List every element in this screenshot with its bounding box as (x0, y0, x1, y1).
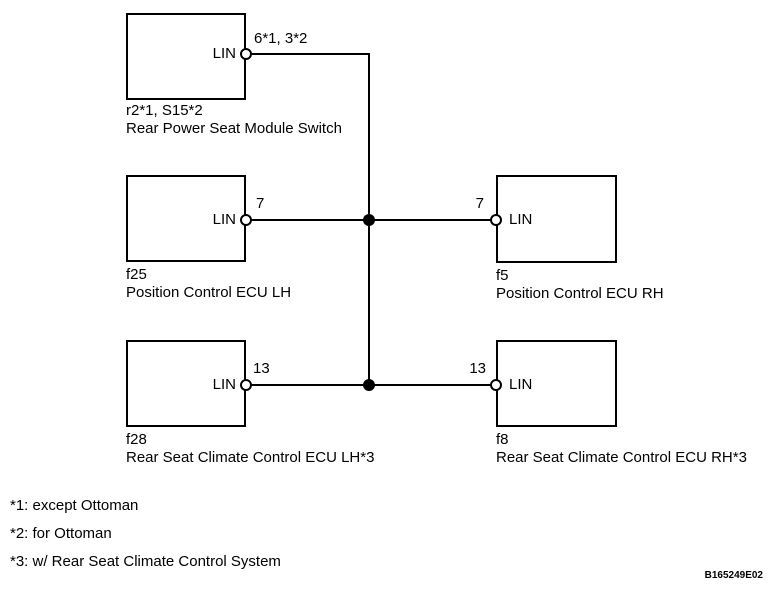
node-caption: f25 Position Control ECU LH (126, 266, 291, 302)
box-position-control-ecu-lh (126, 175, 246, 262)
box-rear-seat-climate-control-ecu-rh (496, 340, 617, 427)
node-name: Rear Seat Climate Control ECU RH*3 (496, 449, 747, 466)
footnote-1: *1: except Ottoman (10, 497, 139, 514)
pin-number-label: 13 (469, 360, 486, 377)
node-caption: r2*1, S15*2 Rear Power Seat Module Switc… (126, 102, 342, 138)
node-name: Position Control ECU RH (496, 285, 664, 302)
node-name: Position Control ECU LH (126, 284, 292, 301)
lin-terminal-circle (240, 214, 252, 226)
bus-junction-dot-middle (363, 214, 375, 226)
lin-port-label: LIN (212, 376, 236, 393)
footnote-2: *2: for Ottoman (10, 525, 112, 542)
lin-terminal-circle (240, 379, 252, 391)
node-caption: f8 Rear Seat Climate Control ECU RH*3 (496, 431, 747, 467)
pin-number-label: 7 (475, 195, 484, 212)
pin-number-label: 7 (256, 195, 265, 212)
node-name: Rear Seat Climate Control ECU LH*3 (126, 449, 375, 466)
bus-junction-dot-bottom (363, 379, 375, 391)
lin-port-label: LIN (212, 45, 236, 62)
reference-code: B165249E02 (704, 570, 763, 581)
lin-terminal-circle (240, 48, 252, 60)
lin-port-label: LIN (212, 211, 236, 228)
lin-terminal-circle (490, 379, 502, 391)
node-code: f5 (496, 267, 509, 284)
lin-terminal-circle (490, 214, 502, 226)
node-code: r2*1, S15*2 (126, 102, 203, 119)
lin-port-label: LIN (509, 376, 533, 393)
pin-number-label: 6*1, 3*2 (254, 30, 308, 47)
node-code: f8 (496, 431, 509, 448)
node-code: f28 (126, 431, 147, 448)
node-code: f25 (126, 266, 147, 283)
wire-switch-to-bus (246, 53, 370, 55)
node-caption: f5 Position Control ECU RH (496, 267, 664, 303)
footnote-3: *3: w/ Rear Seat Climate Control System (10, 553, 281, 570)
pin-number-label: 13 (253, 360, 270, 377)
lin-port-label: LIN (509, 211, 533, 228)
node-caption: f28 Rear Seat Climate Control ECU LH*3 (126, 431, 374, 467)
node-name: Rear Power Seat Module Switch (126, 120, 342, 137)
